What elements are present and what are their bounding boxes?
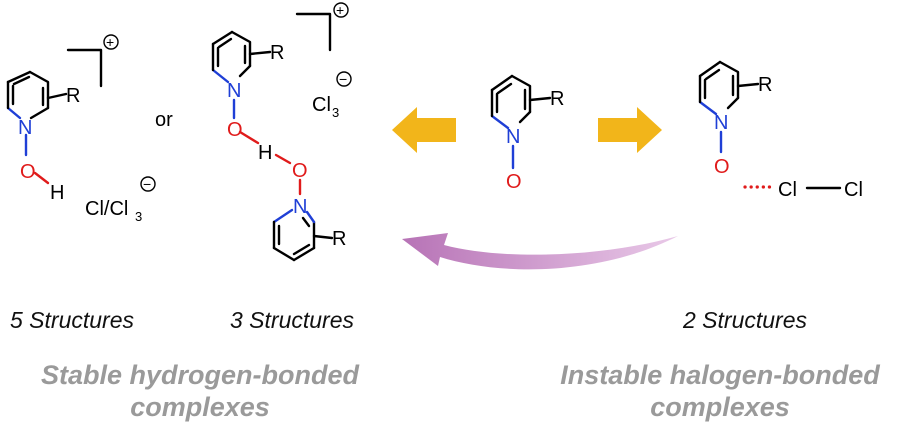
counterion-cl3: Cl bbox=[312, 94, 331, 116]
minus-charge-icon-dimer bbox=[336, 71, 352, 87]
heading-stable-line1: Stable hydrogen-bonded bbox=[41, 360, 360, 390]
plus-charge-icon-dimer bbox=[333, 2, 349, 18]
minus-charge-icon bbox=[140, 176, 156, 192]
substituent-r-bottom: R bbox=[332, 228, 346, 250]
substituent-r-center: R bbox=[550, 88, 564, 110]
atom-nitrogen-top: N bbox=[227, 80, 241, 102]
atom-oxygen-bottom: O bbox=[292, 160, 308, 182]
counterion-cl-cl3: Cl/Cl bbox=[85, 198, 128, 220]
substituent-r-right: R bbox=[758, 74, 772, 96]
heading-instable-line1: Instable halogen-bonded bbox=[560, 360, 880, 390]
atom-oxygen-center: O bbox=[506, 171, 522, 193]
atom-chlorine-1: Cl bbox=[778, 179, 797, 201]
atom-chlorine-2: Cl bbox=[844, 179, 863, 201]
heading-instable-line2: complexes bbox=[650, 392, 790, 422]
count-left: 5 Structures bbox=[10, 307, 134, 333]
plus-charge-icon bbox=[103, 34, 119, 50]
atom-nitrogen-bottom: N bbox=[293, 196, 307, 218]
atom-hydrogen: H bbox=[50, 182, 64, 204]
atom-hydrogen-bridge: H bbox=[258, 142, 272, 164]
atom-nitrogen-right: N bbox=[714, 112, 728, 134]
count-middle: 3 Structures bbox=[230, 307, 354, 333]
structure-hydrogen-bonded-dimer: R N O H O N R + bbox=[211, 2, 349, 262]
structure-protonated-single: R N O H + bbox=[6, 34, 119, 204]
minus-charge-symbol: − bbox=[143, 176, 151, 192]
plus-charge-symbol: + bbox=[106, 34, 114, 50]
curved-arrow-icon bbox=[402, 233, 678, 270]
structure-pyridine-n-oxide: R N O bbox=[490, 74, 564, 193]
count-right: 2 Structures bbox=[682, 307, 807, 333]
atom-nitrogen: N bbox=[18, 117, 32, 139]
counterion-cl3-subscript: 3 bbox=[332, 105, 339, 120]
atom-oxygen: O bbox=[20, 161, 36, 183]
heading-stable-line2: complexes bbox=[130, 392, 270, 422]
substituent-r: R bbox=[66, 85, 80, 107]
structure-halogen-bonded: R N O Cl Cl bbox=[698, 60, 863, 201]
atom-oxygen-top: O bbox=[227, 119, 243, 141]
arrow-left-icon bbox=[392, 107, 456, 153]
counterion-subscript: 3 bbox=[135, 209, 142, 224]
or-label: or bbox=[155, 109, 173, 131]
minus-charge-symbol-dimer: − bbox=[339, 71, 347, 87]
atom-oxygen-right: O bbox=[714, 156, 730, 178]
plus-charge-symbol-dimer: + bbox=[336, 2, 344, 18]
atom-nitrogen-center: N bbox=[506, 126, 520, 148]
arrow-right-icon bbox=[598, 107, 662, 153]
substituent-r-top: R bbox=[270, 42, 284, 64]
